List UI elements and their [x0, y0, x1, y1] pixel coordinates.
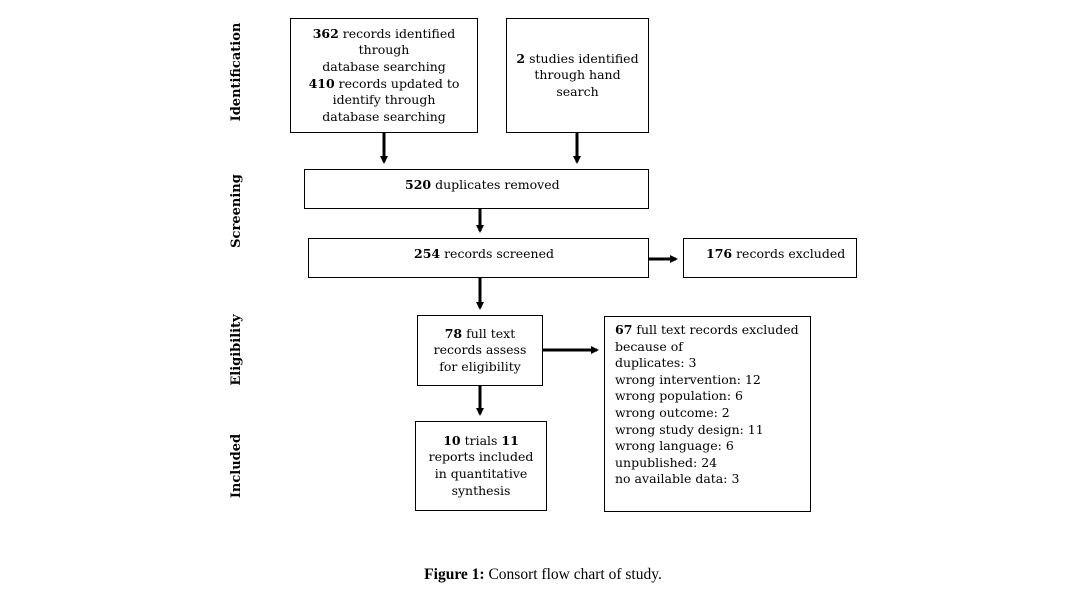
included-line-2: reports included — [428, 449, 534, 465]
full-text-excluded-box: 67 full text records excluded because of… — [604, 316, 811, 512]
exclusion-reason: wrong outcome: 2 — [615, 404, 730, 420]
included-line-4: synthesis — [451, 482, 511, 498]
exclusion-reason: wrong study design: 11 — [615, 421, 764, 437]
full-text-line-3: for eligibility — [439, 358, 521, 374]
exclusion-reason: no available data: 3 — [615, 471, 740, 487]
records-screened-box: 254 records screened — [308, 238, 649, 278]
exclusion-reason: duplicates: 3 — [615, 355, 697, 371]
database-line-2: through — [358, 42, 410, 58]
exclusion-reason: wrong intervention: 12 — [615, 371, 761, 387]
database-search-box: 362 records identified through database … — [290, 18, 478, 133]
duplicates-removed-box: 520 duplicates removed — [304, 169, 649, 209]
hand-search-line-2: through hand — [534, 67, 621, 83]
full-text-eligibility-box: 78 full text records assess for eligibil… — [417, 315, 543, 386]
database-line-5: identify through — [332, 92, 436, 108]
database-line-4: 410 records updated to — [308, 75, 460, 91]
duplicates-removed-text: 520 duplicates removed — [405, 177, 560, 192]
database-line-1: 362 records identified — [312, 25, 456, 41]
hand-search-line-1: 2 studies identified — [516, 50, 639, 66]
included-line-1: 10 trials 11 — [443, 432, 519, 448]
exclusion-reason: unpublished: 24 — [615, 454, 718, 470]
full-text-excluded-line-1: 67 full text records excluded — [615, 322, 799, 337]
included-studies-box: 10 trials 11 reports included in quantit… — [415, 421, 547, 511]
full-text-excluded-line-2: because of — [615, 338, 683, 354]
full-text-line-1: 78 full text — [444, 325, 516, 341]
database-line-6: database searching — [322, 108, 446, 124]
figure-caption: Figure 1: Consort flow chart of study. — [424, 566, 662, 583]
hand-search-line-3: search — [556, 83, 599, 99]
exclusion-reason: wrong population: 6 — [615, 388, 743, 404]
full-text-line-2: records assess — [433, 342, 527, 358]
records-screened-text: 254 records screened — [414, 246, 554, 261]
records-excluded-text: 176 records excluded — [706, 246, 846, 261]
included-line-3: in quantitative — [434, 466, 528, 481]
hand-search-box: 2 studies identified through hand search — [506, 18, 649, 133]
exclusion-reason: wrong language: 6 — [615, 438, 734, 454]
records-excluded-box: 176 records excluded — [683, 238, 857, 278]
database-line-3: database searching — [322, 58, 446, 74]
